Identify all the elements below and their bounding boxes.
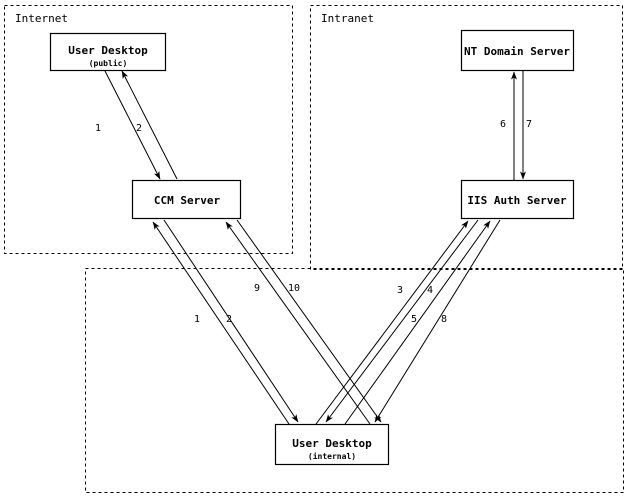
node-nt-domain-server-box[interactable] [460, 29, 575, 72]
edge-label-4: 4 [427, 285, 433, 296]
node-user-desktop-public-title: User Desktop [68, 44, 148, 57]
flow-line-2-internal-down [163, 219, 299, 423]
node-ccm-server-title: CCM Server [154, 194, 221, 207]
flow-ccm-internal-left: 1 2 [152, 219, 299, 425]
edge-label-9: 9 [254, 283, 260, 294]
flow-iis-nt-domain: 6 7 [500, 71, 532, 180]
zone-internet-label: Internet [15, 12, 68, 25]
edge-label-10: 10 [288, 283, 300, 294]
edge-label-8: 8 [441, 314, 447, 325]
node-user-desktop-internal-subtitle: (internal) [308, 451, 356, 461]
flow-iis-internal-outer: 5 8 [344, 219, 501, 425]
zone-internet-boundary [4, 5, 293, 254]
node-iis-auth-server-box[interactable] [460, 179, 575, 220]
flow-line-2-public-up [121, 70, 178, 180]
node-iis-auth-server[interactable]: IIS Auth Server [460, 179, 575, 220]
edge-label-1-internal: 1 [194, 314, 200, 325]
node-user-desktop-internal[interactable]: User Desktop (internal) [274, 423, 390, 466]
node-ccm-server-box[interactable] [131, 179, 242, 220]
edge-label-2-public: 2 [136, 123, 142, 134]
flow-line-3-up [315, 220, 469, 425]
node-nt-domain-server[interactable]: NT Domain Server [460, 29, 575, 72]
edge-label-7: 7 [526, 119, 532, 130]
flow-line-9-up [225, 221, 371, 425]
node-user-desktop-public[interactable]: User Desktop (public) [49, 32, 167, 72]
flow-line-1-internal-up [152, 221, 290, 425]
edge-label-5: 5 [411, 314, 417, 325]
node-ccm-server[interactable]: CCM Server [131, 179, 242, 220]
node-user-desktop-internal-box[interactable] [274, 423, 390, 466]
node-user-desktop-public-box[interactable] [49, 32, 167, 72]
flow-public-desktop-ccm: 1 2 [95, 70, 178, 180]
flow-ccm-internal-right: 9 10 [225, 219, 382, 425]
node-nt-domain-server-title: NT Domain Server [464, 45, 570, 58]
edge-label-1-public: 1 [95, 123, 101, 134]
node-user-desktop-internal-title: User Desktop [292, 437, 372, 450]
flow-line-10-down [236, 219, 382, 423]
flow-iis-internal-inner: 3 4 [315, 219, 479, 425]
flow-line-8-down [374, 219, 501, 423]
edge-label-2-internal: 2 [226, 314, 232, 325]
node-user-desktop-public-subtitle: (public) [89, 58, 128, 68]
flow-line-5-up [344, 220, 491, 425]
flow-line-1-public-down [104, 70, 161, 180]
node-iis-auth-server-title: IIS Auth Server [467, 194, 567, 207]
edge-label-3: 3 [397, 285, 403, 296]
flow-line-4-down [325, 219, 479, 423]
zone-intranet-label: Intranet [321, 12, 374, 25]
zone-internal-boundary [85, 268, 624, 493]
edge-label-6: 6 [500, 119, 506, 130]
zone-intranet-boundary [310, 5, 623, 270]
